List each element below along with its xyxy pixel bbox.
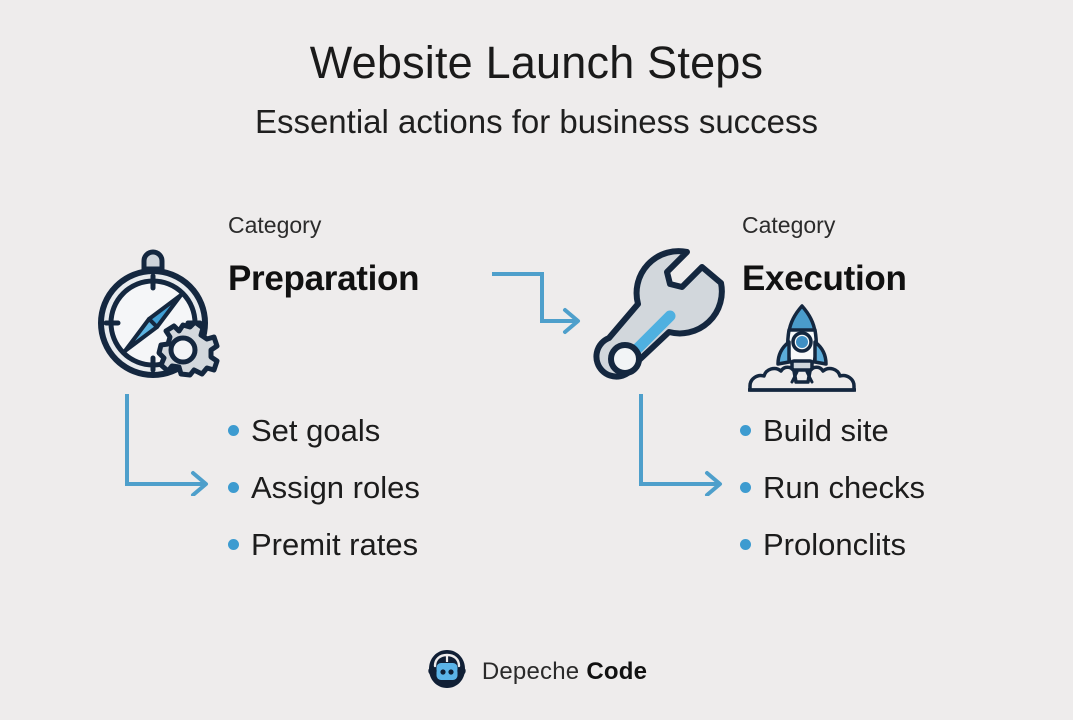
- bullet-text: Prolonclits: [763, 526, 906, 562]
- category-name-execution: Execution: [742, 258, 907, 298]
- brand-word-code: Code: [586, 657, 648, 685]
- category-label-preparation: Category: [228, 212, 322, 238]
- header: Website Launch Steps Essential actions f…: [0, 37, 1073, 142]
- compass-gear-icon: [82, 243, 222, 393]
- bullet-dot-icon: [740, 482, 751, 493]
- list-item: Prolonclits: [740, 516, 925, 573]
- list-item: Assign roles: [228, 459, 420, 516]
- page-subtitle: Essential actions for business success: [254, 103, 819, 141]
- column-execution: Category Execution: [742, 212, 907, 300]
- column-preparation: Category Preparation: [228, 212, 420, 300]
- category-name-preparation: Preparation: [228, 258, 420, 298]
- brand-footer: Depeche Code: [0, 648, 1073, 695]
- bullet-text: Premit rates: [251, 526, 419, 562]
- bullet-dot-icon: [228, 482, 239, 493]
- robot-head-logo-icon: [426, 648, 468, 695]
- bullet-text: Set goals: [251, 412, 381, 448]
- list-item: Build site: [740, 402, 925, 459]
- elbow-arrow-left-icon: [118, 392, 222, 501]
- page-title: Website Launch Steps: [309, 37, 764, 88]
- brand-word-depeche: Depeche: [481, 657, 580, 685]
- brand-name: Depeche Code: [482, 658, 647, 686]
- category-label-execution: Category: [742, 212, 836, 238]
- bullet-dot-icon: [228, 425, 239, 436]
- bullet-text: Build site: [763, 412, 889, 448]
- bullet-list-execution: Build site Run checks Prolonclits: [740, 402, 925, 573]
- bullet-dot-icon: [228, 539, 239, 550]
- bullet-text: Assign roles: [251, 469, 420, 505]
- list-item: Run checks: [740, 459, 925, 516]
- bullet-dot-icon: [740, 425, 751, 436]
- bullet-list-preparation: Set goals Assign roles Premit rates: [228, 402, 420, 573]
- list-item: Set goals: [228, 402, 420, 459]
- elbow-arrow-right-icon: [632, 392, 736, 501]
- step-down-arrow-icon: [492, 266, 590, 341]
- list-item: Premit rates: [228, 516, 420, 573]
- bullet-dot-icon: [740, 539, 751, 550]
- rocket-launch-icon: [746, 300, 858, 397]
- wrench-icon: [592, 243, 732, 393]
- bullet-text: Run checks: [763, 469, 925, 505]
